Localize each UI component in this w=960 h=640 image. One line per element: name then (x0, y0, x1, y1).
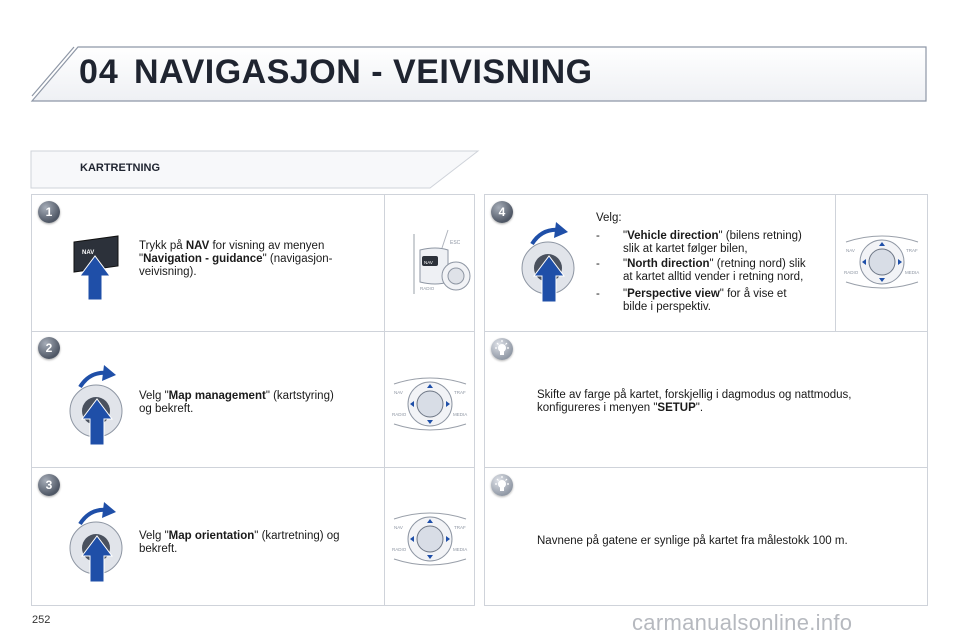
step-1-badge: 1 (38, 201, 60, 223)
radio-nav-panel-icon: ESC NAV RADIO (413, 229, 471, 294)
text-part: Trykk på (139, 240, 186, 252)
step-3-text: Velg "Map orientation" (kartretning) og … (139, 530, 369, 556)
chapter-number: 04 (79, 53, 119, 91)
page-number: 252 (32, 614, 51, 626)
text-part: for visning av menyen (209, 240, 325, 252)
page-title: NAVIGASJON - VEIVISNING (134, 53, 593, 91)
bullet-dash: - (596, 230, 600, 242)
row-divider (31, 467, 475, 468)
text-bold: Perspective view (627, 288, 720, 300)
lightbulb-icon (495, 340, 509, 355)
watermark: carmanualsonline.info (632, 610, 853, 635)
rotate-press-knob-icon (521, 222, 575, 302)
step-2-text: Velg "Map management" (kartstyring) og b… (139, 390, 369, 416)
step-4-badge: 4 (491, 201, 513, 223)
text-part: veivisning). (139, 266, 197, 278)
text-part: " for å vise et (719, 288, 787, 300)
step-3-badge: 3 (38, 474, 60, 496)
step-1-text: Trykk på NAV for visning av menyen "Navi… (139, 240, 369, 279)
nav-label: NAV (394, 390, 403, 395)
radio-label: RADIO (420, 286, 435, 291)
radio-label: RADIO (844, 270, 859, 275)
media-label: MEDIA (453, 547, 467, 552)
text-part: Velg " (139, 390, 169, 402)
traf-label: TRAF (454, 390, 466, 395)
console-dial-icon: NAV TRAF RADIO MEDIA (392, 512, 467, 566)
text-bold: Map orientation (168, 530, 255, 542)
text-part: bilde i perspektiv. (623, 301, 711, 313)
nav-label: NAV (424, 260, 433, 265)
text-part: slik at kartet følger bilen, (623, 243, 748, 255)
text-part: " (bilens retning) (718, 230, 802, 242)
text-bold: Navigation - guidance (143, 253, 263, 265)
column-divider (384, 194, 385, 606)
step-4-intro: Velg: (596, 212, 622, 224)
traf-label: TRAF (906, 248, 918, 253)
radio-label: RADIO (392, 547, 407, 552)
text-part: Velg " (139, 530, 169, 542)
nav-label: NAV (394, 525, 403, 530)
bullet-dash: - (596, 288, 600, 300)
console-dial-icon: NAV TRAF RADIO MEDIA (392, 377, 467, 431)
text-part: " (navigasjon- (262, 253, 333, 265)
section-title: KARTRETNING (80, 162, 161, 174)
tip-2-text: Navnene på gatene er synlige på kartet f… (537, 535, 848, 547)
radio-label: RADIO (392, 412, 407, 417)
text-part: bekreft. (139, 543, 178, 555)
text-bold: NAV (185, 240, 210, 252)
nav-key-label: NAV (82, 250, 95, 256)
text-bold: Map management (168, 390, 266, 402)
header-banner (30, 46, 927, 102)
text-part: ". (695, 402, 704, 414)
row-divider (484, 331, 928, 332)
console-dial-icon: NAV TRAF RADIO MEDIA (844, 235, 919, 289)
text-part: konfigureres i menyen " (537, 402, 658, 414)
text-bold: SETUP (657, 402, 696, 414)
text-bold: North direction (627, 258, 710, 270)
tip-lightbulb-badge (491, 338, 513, 360)
text-part: " (139, 253, 144, 265)
nav-button-press-icon (73, 235, 119, 301)
row-divider (484, 467, 928, 468)
rotate-press-knob-icon (69, 365, 123, 445)
text-part: " (623, 288, 628, 300)
text-part: " (623, 230, 628, 242)
tip-lightbulb-badge (491, 474, 513, 496)
tip-1-text: Skifte av farge på kartet, forskjellig i… (537, 389, 922, 415)
text-part: at kartet alltid vender i retning nord, (623, 271, 804, 283)
text-part: Skifte av farge på kartet, forskjellig i… (537, 389, 852, 401)
row-divider (31, 331, 475, 332)
text-part: " (kartretning) og (254, 530, 340, 542)
text-part: " (kartstyring) (265, 390, 334, 402)
traf-label: TRAF (454, 525, 466, 530)
bullet-vehicle-direction: - "Vehicle direction" (bilens retning) s… (596, 230, 834, 258)
esc-label: ESC (450, 240, 461, 246)
section-tab (30, 150, 480, 189)
text-part: " (623, 258, 628, 270)
lightbulb-icon (495, 476, 509, 491)
media-label: MEDIA (453, 412, 467, 417)
rotate-press-knob-icon (69, 502, 123, 582)
bullet-perspective-view: - "Perspective view" for å vise et bilde… (596, 288, 834, 316)
nav-label: NAV (846, 248, 855, 253)
text-bold: Vehicle direction (627, 230, 719, 242)
bullet-dash: - (596, 258, 600, 270)
text-part: og bekreft. (139, 403, 194, 415)
text-part: " (retning nord) slik (709, 258, 806, 270)
bullet-north-direction: - "North direction" (retning nord) slik … (596, 258, 834, 286)
column-divider (835, 194, 836, 331)
step-2-badge: 2 (38, 337, 60, 359)
media-label: MEDIA (905, 270, 919, 275)
